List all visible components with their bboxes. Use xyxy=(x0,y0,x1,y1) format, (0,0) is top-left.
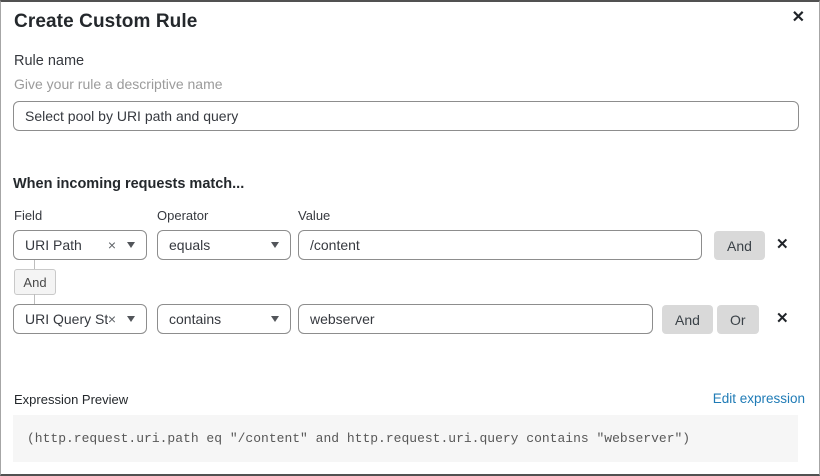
dialog-title: Create Custom Rule xyxy=(14,11,198,32)
clear-icon[interactable]: × xyxy=(107,311,116,327)
field-select-1[interactable]: URI Path × xyxy=(13,230,147,260)
expression-preview-label: Expression Preview xyxy=(14,392,129,407)
match-heading: When incoming requests match... xyxy=(13,176,245,192)
add-and-button-1[interactable]: And xyxy=(714,231,765,260)
rule-name-helper: Give your rule a descriptive name xyxy=(14,76,223,92)
close-icon[interactable]: ✕ xyxy=(791,9,805,26)
edit-expression-link[interactable]: Edit expression xyxy=(712,391,805,406)
value-column-label: Value xyxy=(298,208,331,223)
field-select-2-value: URI Query St... xyxy=(25,311,108,327)
operator-select-1-value: equals xyxy=(169,237,211,253)
connector-line xyxy=(34,260,35,269)
add-or-button-2[interactable]: Or xyxy=(717,305,759,334)
rule-name-label: Rule name xyxy=(14,53,85,69)
clear-icon[interactable]: × xyxy=(107,237,116,253)
field-select-1-value: URI Path xyxy=(25,237,82,253)
add-and-button-2[interactable]: And xyxy=(662,305,713,334)
chevron-down-icon xyxy=(271,316,279,322)
connector-line xyxy=(34,294,35,305)
remove-condition-icon-1[interactable]: ✕ xyxy=(776,236,789,253)
chevron-down-icon xyxy=(127,242,135,248)
operator-select-2-value: contains xyxy=(169,311,222,327)
expression-code: (http.request.uri.path eq "/content" and… xyxy=(13,415,798,462)
rule-name-input[interactable] xyxy=(13,101,799,131)
connector-badge: And xyxy=(14,269,56,295)
operator-select-2[interactable]: contains xyxy=(157,304,291,334)
remove-condition-icon-2[interactable]: ✕ xyxy=(776,310,789,327)
value-input-1[interactable] xyxy=(298,230,702,260)
operator-column-label: Operator xyxy=(157,208,209,223)
value-input-2[interactable] xyxy=(298,304,653,334)
operator-select-1[interactable]: equals xyxy=(157,230,291,260)
chevron-down-icon xyxy=(271,242,279,248)
chevron-down-icon xyxy=(127,316,135,322)
field-select-2[interactable]: URI Query St... × xyxy=(13,304,147,334)
field-column-label: Field xyxy=(14,208,43,223)
